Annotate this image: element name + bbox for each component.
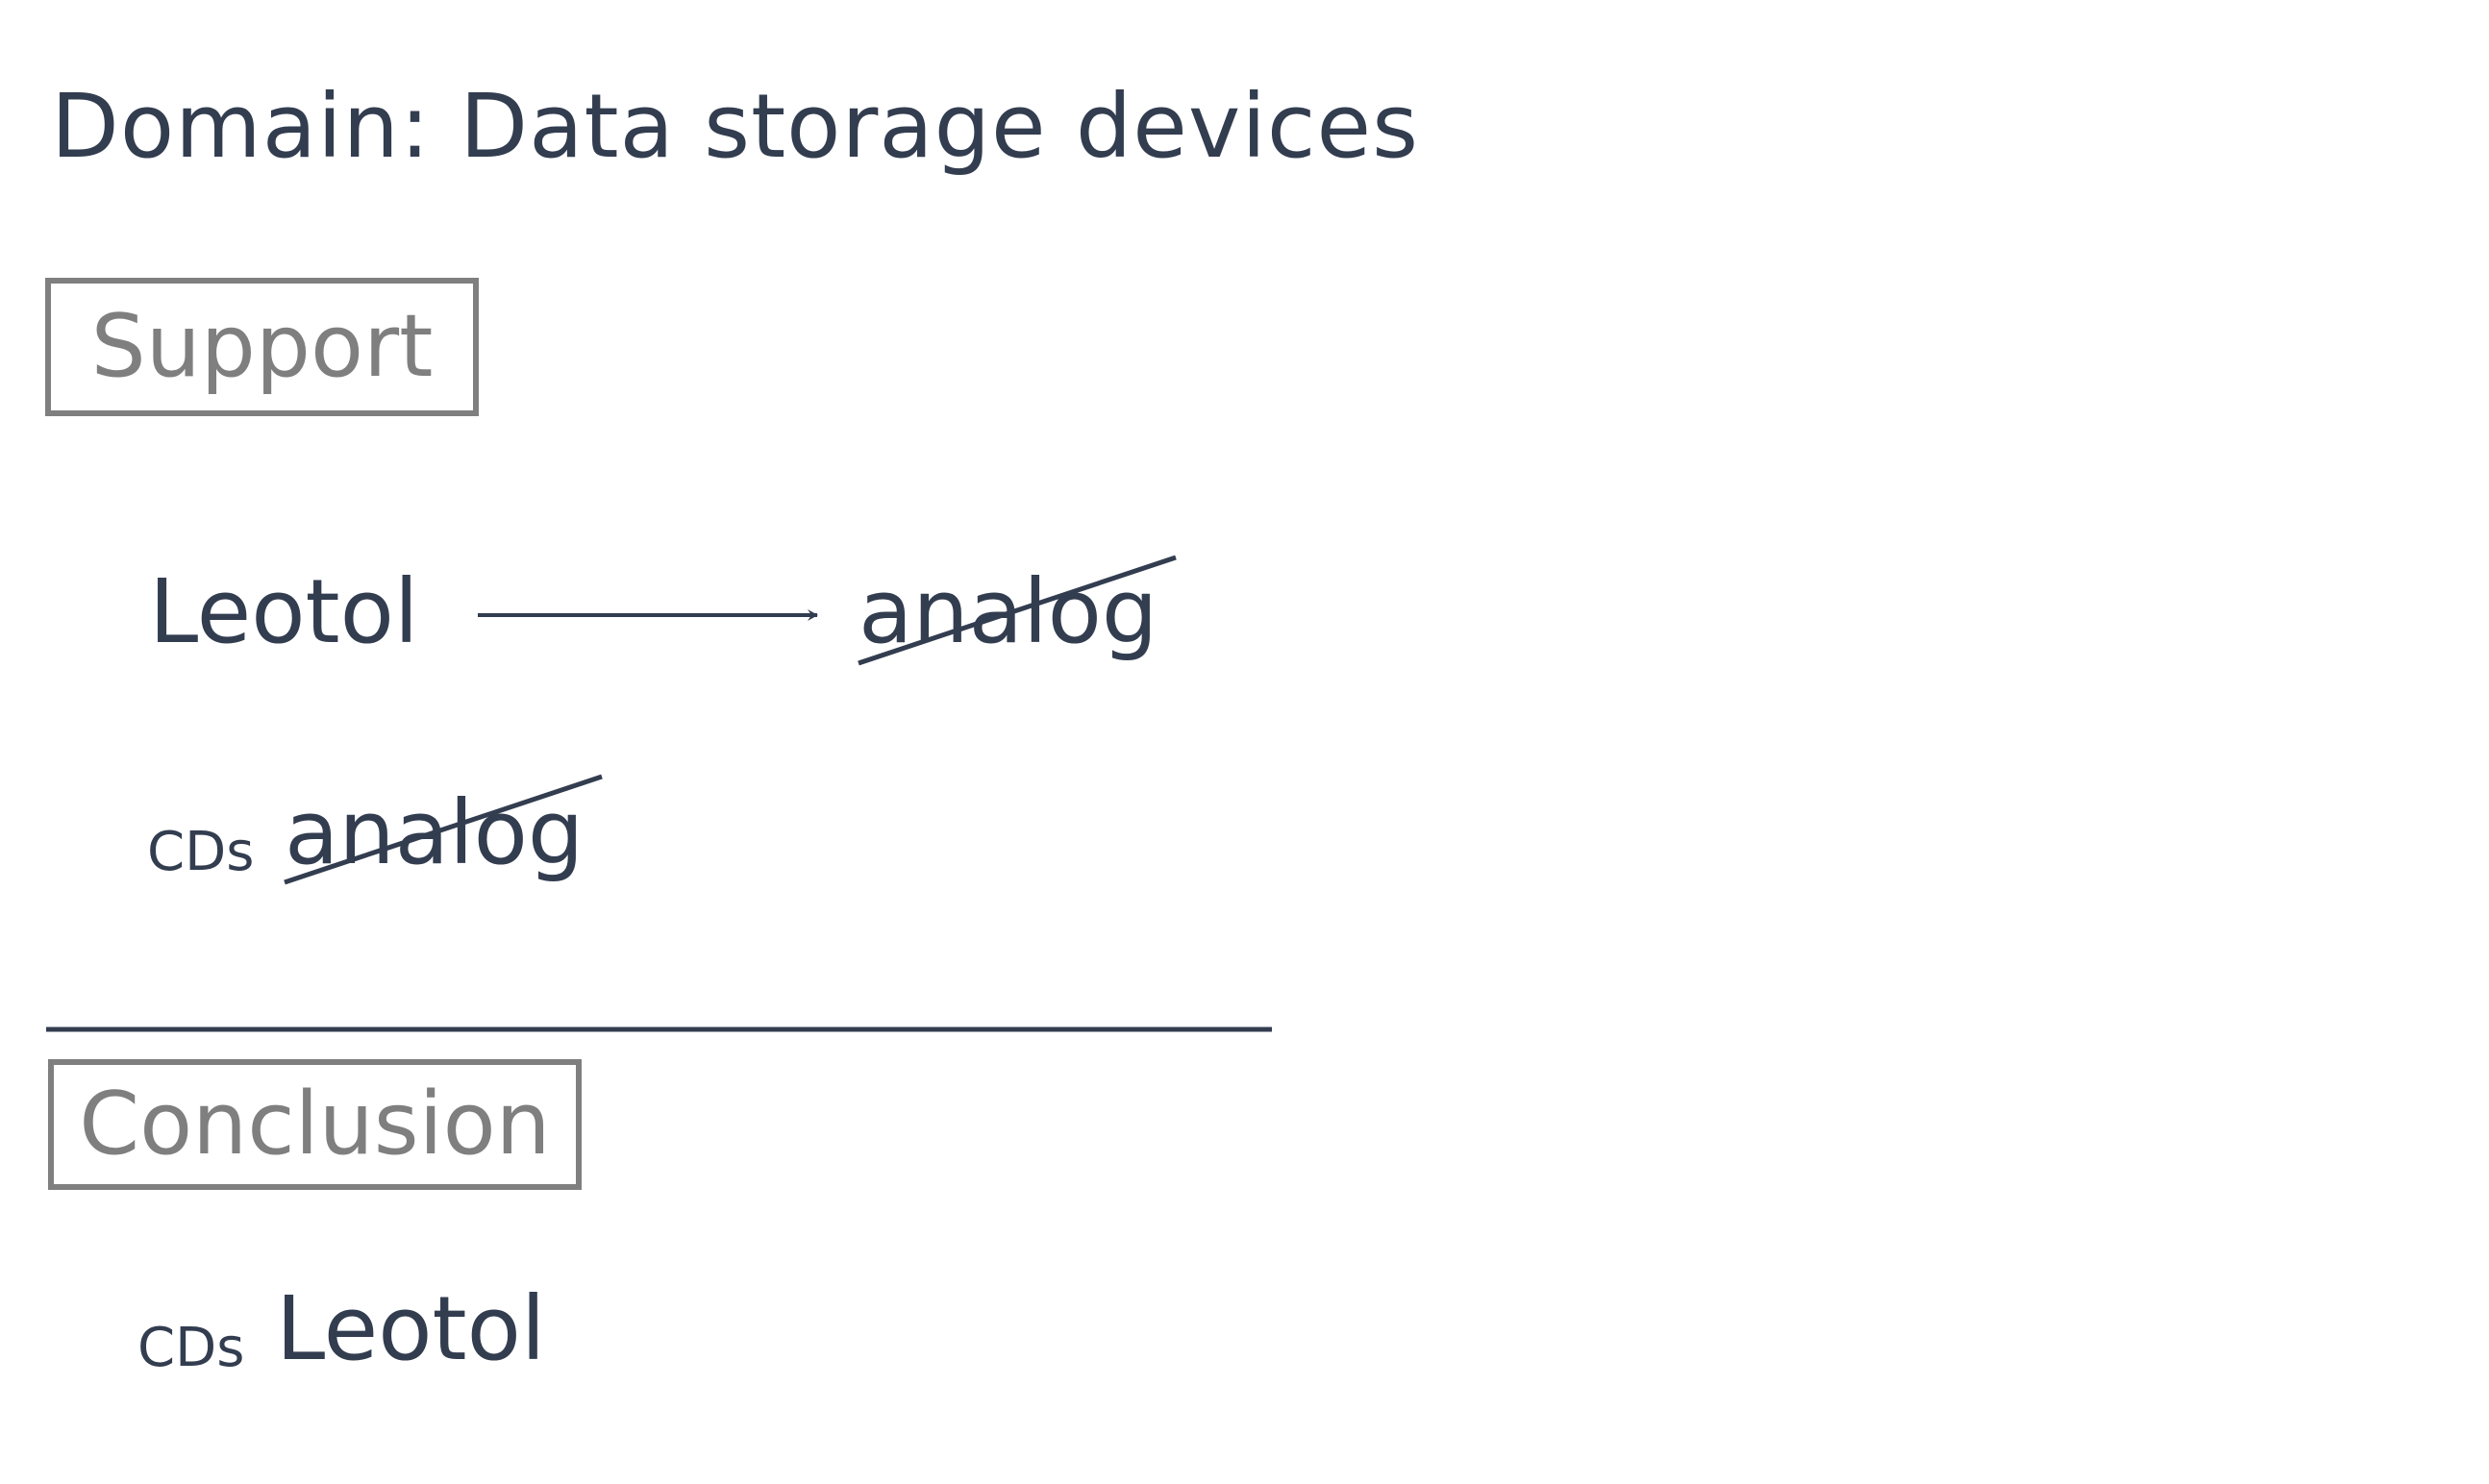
premise-1-object: analog bbox=[859, 560, 1158, 663]
conclusion-label-box: Conclusion bbox=[48, 1059, 582, 1190]
premise-2-subject: CDs bbox=[147, 821, 255, 883]
support-label-box: Support bbox=[45, 278, 479, 416]
conclusion-object: Leotol bbox=[276, 1277, 546, 1380]
premise-2-object: analog bbox=[285, 781, 585, 884]
conclusion-subject: CDs bbox=[137, 1317, 245, 1379]
page-title: Domain: Data storage devices bbox=[51, 75, 1420, 178]
premise-1-subject: Leotol bbox=[149, 560, 419, 663]
